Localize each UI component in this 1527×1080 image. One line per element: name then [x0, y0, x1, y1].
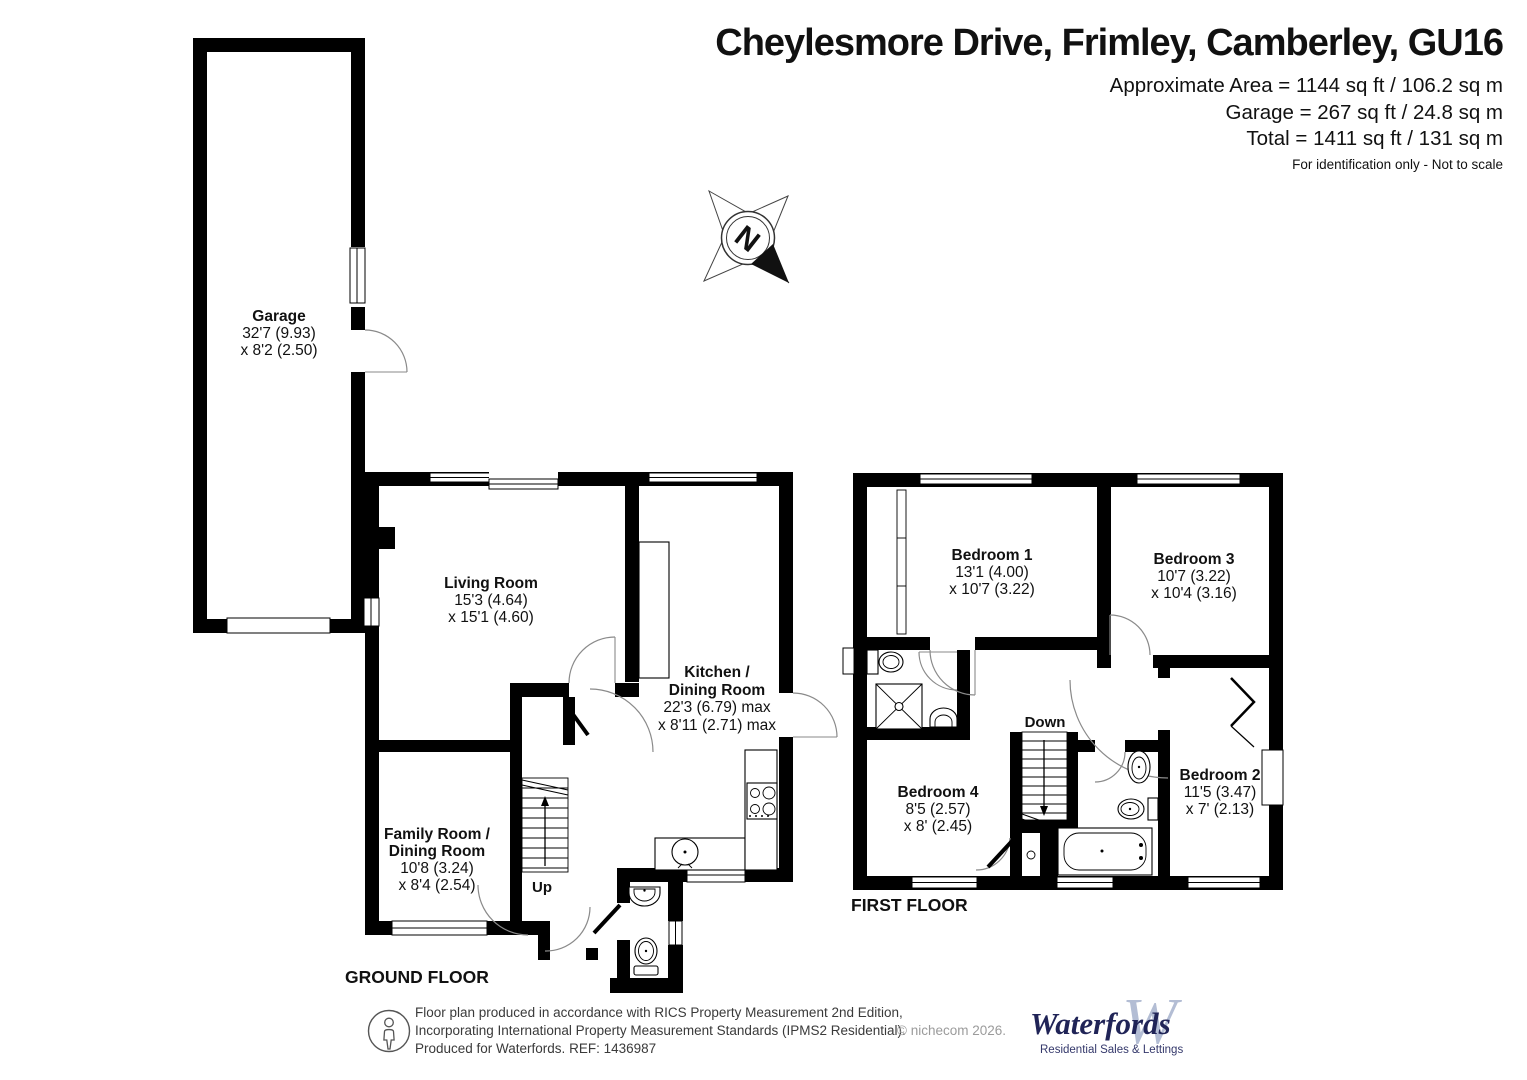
- disclaimer-text: For identification only - Not to scale: [1292, 157, 1503, 172]
- svg-text:13'1 (4.00): 13'1 (4.00): [955, 564, 1029, 581]
- garage-area-text: Garage = 267 sq ft / 24.8 sq m: [1225, 101, 1503, 124]
- wc-fixtures: [628, 886, 661, 976]
- stairs-down-label: Down: [1025, 714, 1066, 731]
- kitchen-fixtures: [638, 541, 778, 871]
- svg-text:Dining Room: Dining Room: [669, 682, 765, 699]
- room-label-family-room: Family Room /: [384, 826, 491, 843]
- ground-floor-doors: [477, 636, 838, 952]
- svg-text:x 8'4 (2.54): x 8'4 (2.54): [398, 877, 475, 894]
- footer-line1: Floor plan produced in accordance with R…: [415, 1005, 903, 1020]
- basin-icon: [929, 707, 958, 728]
- room-label-bedroom4: Bedroom 4: [898, 784, 979, 801]
- stairs-up: Up: [521, 777, 569, 896]
- basin-icon: [628, 886, 661, 907]
- waterfords-tagline: Residential Sales & Lettings: [1040, 1044, 1184, 1056]
- toilet-icon: [633, 937, 659, 976]
- svg-text:x 7' (2.13): x 7' (2.13): [1186, 801, 1254, 818]
- bedroom1-wardrobe: [896, 489, 907, 635]
- first-floor-label: FIRST FLOOR: [851, 895, 968, 915]
- copyright-text: © nichecom 2026.: [897, 1023, 1007, 1038]
- garage-door: [226, 617, 331, 634]
- sink-icon: [671, 838, 699, 869]
- ground-floor-walls: [363, 472, 793, 993]
- shower-room-fixtures: [866, 649, 958, 730]
- page-title: Cheylesmore Drive, Frimley, Camberley, G…: [715, 22, 1504, 64]
- svg-text:x 8'2 (2.50): x 8'2 (2.50): [240, 342, 317, 359]
- svg-text:x 10'7 (3.22): x 10'7 (3.22): [949, 581, 1035, 598]
- basin-icon: [1127, 750, 1151, 784]
- waterfords-logo: Waterfords: [1030, 1006, 1171, 1041]
- shower-icon: [875, 683, 923, 730]
- room-label-bedroom3: Bedroom 3: [1154, 551, 1235, 568]
- svg-text:x 10'4 (3.16): x 10'4 (3.16): [1151, 585, 1237, 602]
- svg-text:32'7 (9.93): 32'7 (9.93): [242, 325, 316, 342]
- kitchen-counter-left: [638, 541, 670, 679]
- cupboard-doors: [1230, 677, 1256, 727]
- room-label-garage: Garage: [252, 308, 306, 325]
- compass-icon: N: [702, 189, 790, 284]
- svg-text:x 8'11 (2.71) max: x 8'11 (2.71) max: [658, 717, 776, 734]
- garage-walls: [193, 38, 408, 634]
- svg-text:x 8' (2.45): x 8' (2.45): [904, 818, 972, 835]
- room-label-bedroom1: Bedroom 1: [952, 547, 1033, 564]
- room-labels: Garage 32'7 (9.93) x 8'2 (2.50) Living R…: [240, 308, 1260, 894]
- hob-icon: [746, 782, 778, 820]
- room-label-living-room: Living Room: [444, 575, 538, 592]
- svg-text:x 15'1 (4.60): x 15'1 (4.60): [448, 609, 534, 626]
- room-label-kitchen: Kitchen /: [684, 664, 750, 681]
- bathroom-fixtures: [1057, 750, 1159, 876]
- svg-text:8'5 (2.57): 8'5 (2.57): [906, 801, 971, 818]
- room-label-bedroom2: Bedroom 2: [1180, 767, 1261, 784]
- svg-text:Dining Room: Dining Room: [389, 843, 485, 860]
- first-floor-walls: [842, 473, 1284, 890]
- footer-line2: Incorporating International Property Mea…: [415, 1023, 906, 1038]
- svg-text:11'5 (3.47): 11'5 (3.47): [1184, 784, 1256, 801]
- toilet-icon: [1117, 797, 1159, 821]
- stairs-up-label: Up: [532, 879, 552, 896]
- svg-text:10'8 (3.24): 10'8 (3.24): [400, 860, 474, 877]
- person-icon: [367, 1009, 411, 1053]
- svg-text:10'7 (3.22): 10'7 (3.22): [1157, 568, 1231, 585]
- waterfords-w-icon: W: [1122, 985, 1177, 1058]
- kitchen-counter-bottom: [654, 837, 746, 871]
- toilet-icon: [866, 649, 904, 675]
- bath-icon: [1057, 827, 1153, 876]
- svg-text:15'3 (4.64): 15'3 (4.64): [454, 592, 528, 609]
- stairs-down: Down: [1021, 714, 1068, 836]
- total-area-text: Total = 1411 sq ft / 131 sq m: [1246, 127, 1503, 150]
- svg-text:22'3 (6.79) max: 22'3 (6.79) max: [663, 699, 770, 716]
- approx-area-text: Approximate Area = 1144 sq ft / 106.2 sq…: [1109, 74, 1503, 97]
- footer-line3: Produced for Waterfords. REF: 1436987: [415, 1041, 657, 1056]
- ground-floor-label: GROUND FLOOR: [345, 967, 489, 987]
